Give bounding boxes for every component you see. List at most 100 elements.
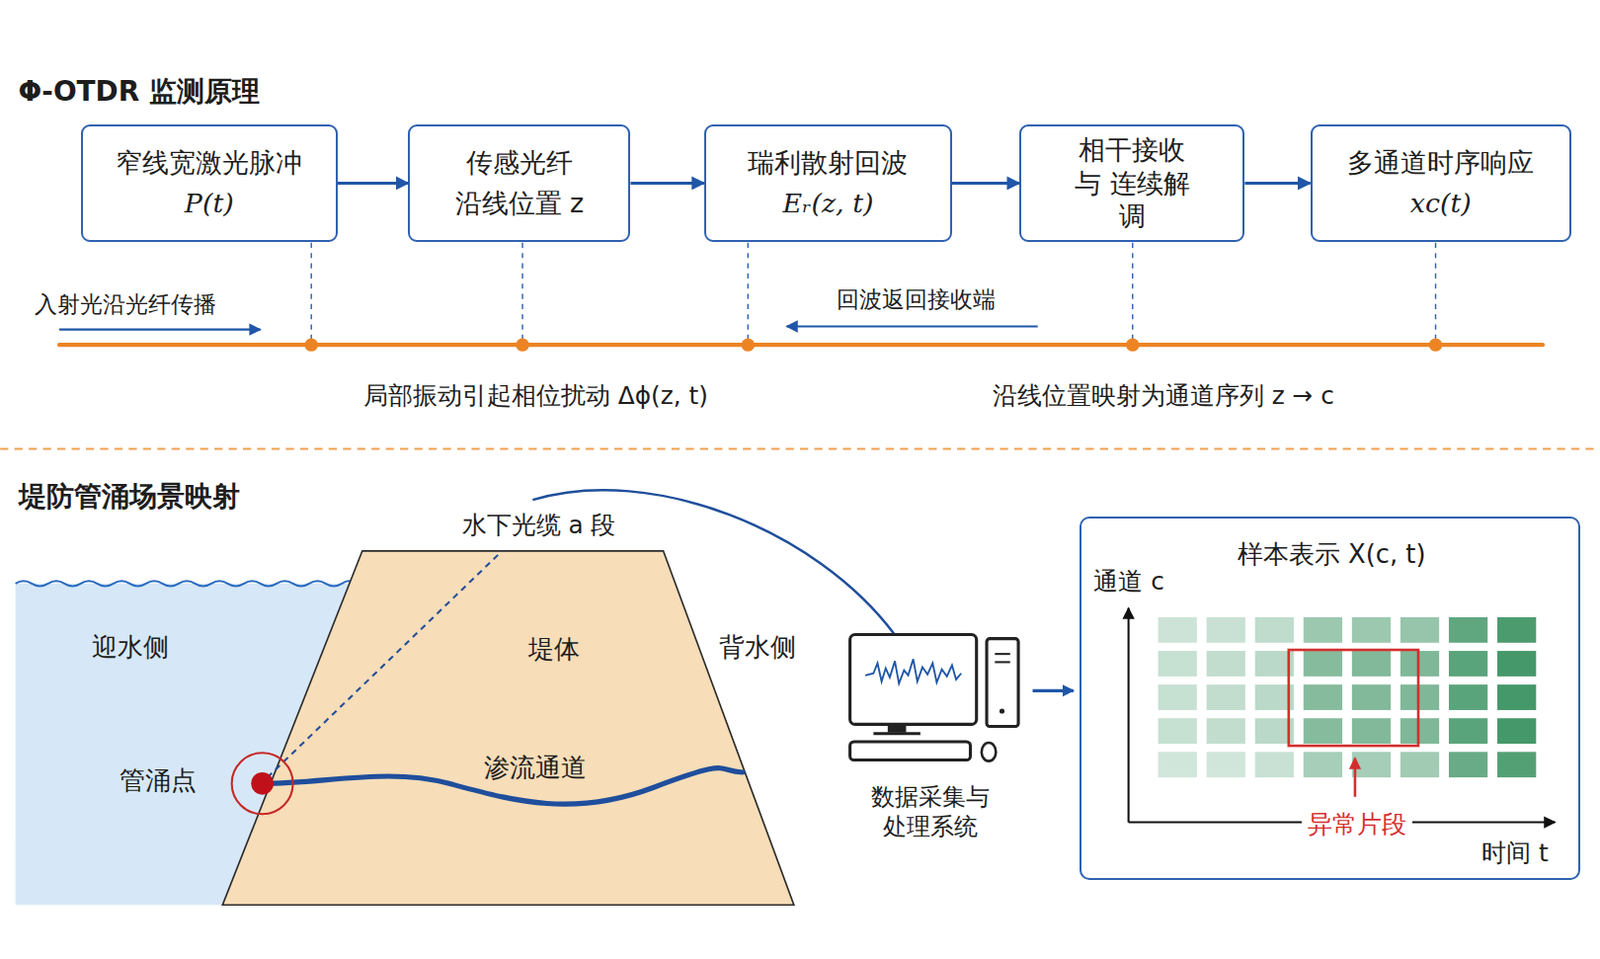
drop-line [310,242,312,343]
annotation-label: 数据采集与 处理系统 [867,784,994,843]
heatmap-cell [1448,617,1488,643]
flow-arrow [1033,689,1074,693]
monitor-base [873,731,921,735]
heatmap-cell [1448,684,1488,711]
heatmap-cell [1206,617,1246,643]
levee-body [222,551,794,905]
process-box: 传感光纤沿线位置 z [407,124,631,242]
fiber-point [304,337,318,351]
drop-lines [311,242,1436,343]
drop-line [747,242,749,343]
heatmap-cell [1448,751,1488,778]
flow-arrow [337,181,408,185]
heatmap-cell [1448,718,1488,744]
heatmap-cell [1497,718,1536,744]
heatmap-cell [1255,617,1294,643]
process-box: 相干接收与 连续解调 [1019,124,1245,242]
heatmap-cell [1400,684,1440,711]
heatmap-cell [1206,751,1246,778]
water-surface [15,580,353,586]
box-text: 瑞利散射回波 [747,146,908,180]
direction-arrow [59,328,260,331]
heatmap [1158,617,1537,778]
annotation-label: 背水侧 [719,631,797,663]
heatmap-cell [1352,751,1391,778]
drop-line [1435,242,1437,343]
anomaly-label: 异常片段 [1301,808,1413,840]
process-box: 窄线宽激光脉冲 P(t) [80,124,338,242]
fiber-points [304,337,1442,351]
section-separator [0,447,1600,450]
annotation-label: 回波返回接收端 [836,285,996,314]
axis-label: 通道 c [1093,565,1165,597]
flow-arrow [630,181,704,185]
heatmap-cell [1352,650,1391,677]
pc-tower [986,639,1019,727]
underwater-cable [267,551,503,778]
fiber-line [59,342,1543,347]
process-box: 瑞利散射回波 Eᵣ(z, t) [704,124,953,242]
tower-button [999,708,1005,714]
flow-arrow [1244,181,1310,185]
fiber-point [741,337,755,351]
heatmap-cell [1303,650,1343,677]
keyboard [850,741,971,761]
annotation-label: 管涌点 [119,764,197,797]
tower-slot [994,652,1010,655]
heatmap-cell [1448,650,1488,677]
axis-line [1127,608,1130,823]
box-text: 沿线位置 z [455,186,585,221]
annotation-label: 水下光缆 a 段 [462,510,617,542]
annotation-label: 渗流通道 [483,751,587,784]
piping-ring [232,752,294,814]
drop-line [1131,242,1133,343]
formula-text: xc(t) [1410,186,1472,221]
heatmap-cell [1497,684,1536,711]
direction-arrow [787,325,1039,328]
annotation-label: 局部振动引起相位扰动 Δϕ(z, t) [363,380,709,411]
box-text: 相干接收与 连续解调 [1065,133,1199,234]
monitor [850,635,977,725]
heatmap-cell [1303,718,1343,744]
heatmap-cell [1158,751,1198,778]
heatmap-cell [1400,617,1440,643]
anomaly-box [1288,649,1419,746]
mouse [981,742,996,762]
annotation-label: 迎水侧 [91,631,169,663]
heatmap-cell [1497,650,1536,677]
box-text: 多通道时序响应 [1347,146,1534,180]
heatmap-cell [1497,751,1536,778]
monitor-stand [887,723,907,732]
fiber-point [1125,337,1139,351]
piping-point [250,772,274,796]
heatmap-cell [1158,650,1198,677]
formula-text: P(t) [184,186,235,221]
annotation-label: 入射光沿光纤传播 [34,290,217,319]
heatmap-cell [1158,617,1198,643]
heatmap-cell [1255,751,1294,778]
sample-panel: 样本表示 X(c, t) 通道 c 异常片段时间 t [1079,516,1581,880]
section-heading: 堤防管涌场景映射 [18,480,240,515]
heatmap-cell [1303,617,1343,643]
heatmap-cell [1497,617,1536,643]
annotation-label: 堤体 [528,633,580,665]
fiber-point [515,337,529,351]
heatmap-cell [1352,617,1391,643]
heatmap-cell [1206,718,1246,744]
anomaly-pointer [1354,758,1358,798]
heatmap-cell [1400,718,1440,744]
flow-arrow [952,181,1020,185]
axis-label: 时间 t [1481,837,1549,869]
heatmap-cell [1303,684,1343,711]
box-text: 窄线宽激光脉冲 [115,146,303,180]
annotation-label: 沿线位置映射为通道序列 z → c [992,380,1335,411]
drop-line [521,242,523,343]
heatmap-cell [1158,684,1198,711]
heatmap-cell [1400,751,1440,778]
panel-title: 样本表示 X(c, t) [1237,538,1427,570]
box-text: 传感光纤 [466,146,573,180]
formula-text: Eᵣ(z, t) [782,186,874,221]
heatmap-cell [1206,650,1246,677]
heatmap-cell [1400,650,1440,677]
